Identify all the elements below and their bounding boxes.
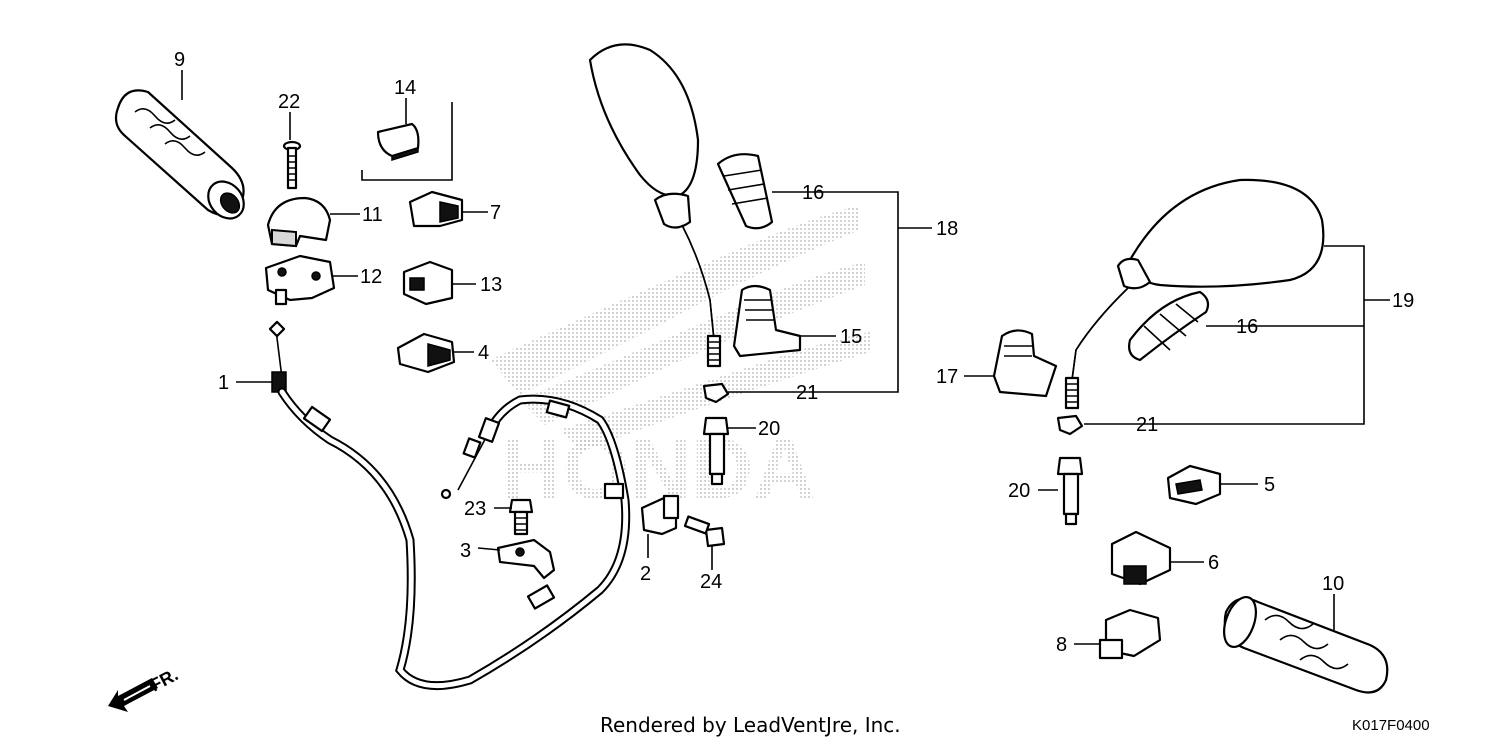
part-8-switch bbox=[1098, 608, 1162, 660]
front-direction-arrow: FR. bbox=[108, 664, 181, 712]
part-12-switch-housing-lower bbox=[264, 254, 336, 306]
part-16-mirror-boot-left bbox=[716, 153, 774, 230]
part-14-cap bbox=[361, 102, 453, 181]
part-11-switch-housing-upper bbox=[266, 196, 332, 248]
callout-9: 9 bbox=[174, 49, 185, 71]
callout-13: 13 bbox=[480, 274, 502, 296]
part-3-bracket bbox=[496, 538, 556, 580]
callout-numbers: 9 22 14 11 12 7 13 4 1 23 3 2 24 16 18 1… bbox=[174, 49, 1414, 656]
callout-12: 12 bbox=[360, 266, 382, 288]
part-2-cable-guide bbox=[640, 494, 680, 536]
left-mirror bbox=[588, 43, 722, 368]
callout-18: 18 bbox=[936, 218, 958, 240]
callout-21-right: 21 bbox=[1136, 414, 1158, 436]
honda-wing-watermark: HONDA bbox=[490, 205, 870, 517]
callout-1: 1 bbox=[218, 372, 229, 394]
part-13-switch bbox=[402, 260, 454, 306]
render-credit: Rendered by LeadVentJre, Inc. bbox=[600, 713, 901, 737]
callout-17: 17 bbox=[936, 366, 958, 388]
part-15-mirror-boot bbox=[732, 284, 802, 358]
part-10-right-grip bbox=[1223, 596, 1389, 694]
part-23-bolt bbox=[508, 498, 534, 536]
callout-5: 5 bbox=[1264, 474, 1275, 496]
part-7-switch bbox=[408, 190, 464, 228]
part-24-bolt bbox=[683, 515, 726, 548]
callout-20-left: 20 bbox=[758, 418, 780, 440]
callout-11: 11 bbox=[362, 204, 383, 226]
callout-23: 23 bbox=[464, 498, 486, 520]
part-4-switch bbox=[396, 332, 456, 374]
part-21-nut-right bbox=[1056, 414, 1084, 436]
callout-16-right: 16 bbox=[1236, 316, 1258, 338]
callout-6: 6 bbox=[1208, 552, 1219, 574]
right-mirror bbox=[1064, 178, 1325, 410]
callout-19: 19 bbox=[1392, 290, 1414, 312]
callout-3: 3 bbox=[460, 540, 471, 562]
callout-20-right: 20 bbox=[1008, 480, 1030, 502]
callout-10: 10 bbox=[1322, 573, 1344, 595]
part-21-nut-left bbox=[702, 382, 730, 404]
part-6-switch bbox=[1110, 530, 1172, 586]
leader-lines bbox=[181, 70, 1390, 645]
callout-21-left: 21 bbox=[796, 382, 818, 404]
callout-15: 15 bbox=[840, 326, 862, 348]
callout-24: 24 bbox=[700, 571, 722, 593]
callout-7: 7 bbox=[490, 202, 501, 224]
part-9-left-grip bbox=[114, 89, 245, 220]
diagram-code: K017F0400 bbox=[1352, 717, 1430, 734]
callout-16-left: 16 bbox=[802, 182, 824, 204]
callout-22: 22 bbox=[278, 91, 300, 113]
callout-4: 4 bbox=[478, 342, 489, 364]
callout-2: 2 bbox=[640, 563, 651, 585]
part-1-throttle-cable bbox=[268, 320, 631, 691]
part-5-switch bbox=[1166, 464, 1222, 506]
part-17-mirror-boot bbox=[992, 329, 1058, 398]
callout-14: 14 bbox=[394, 77, 416, 99]
callout-8: 8 bbox=[1056, 634, 1067, 656]
part-20-bolt-left bbox=[702, 416, 730, 486]
part-22-screw bbox=[282, 140, 302, 190]
part-20-bolt-right bbox=[1056, 456, 1084, 526]
part-16-mirror-boot-right bbox=[1128, 290, 1210, 362]
